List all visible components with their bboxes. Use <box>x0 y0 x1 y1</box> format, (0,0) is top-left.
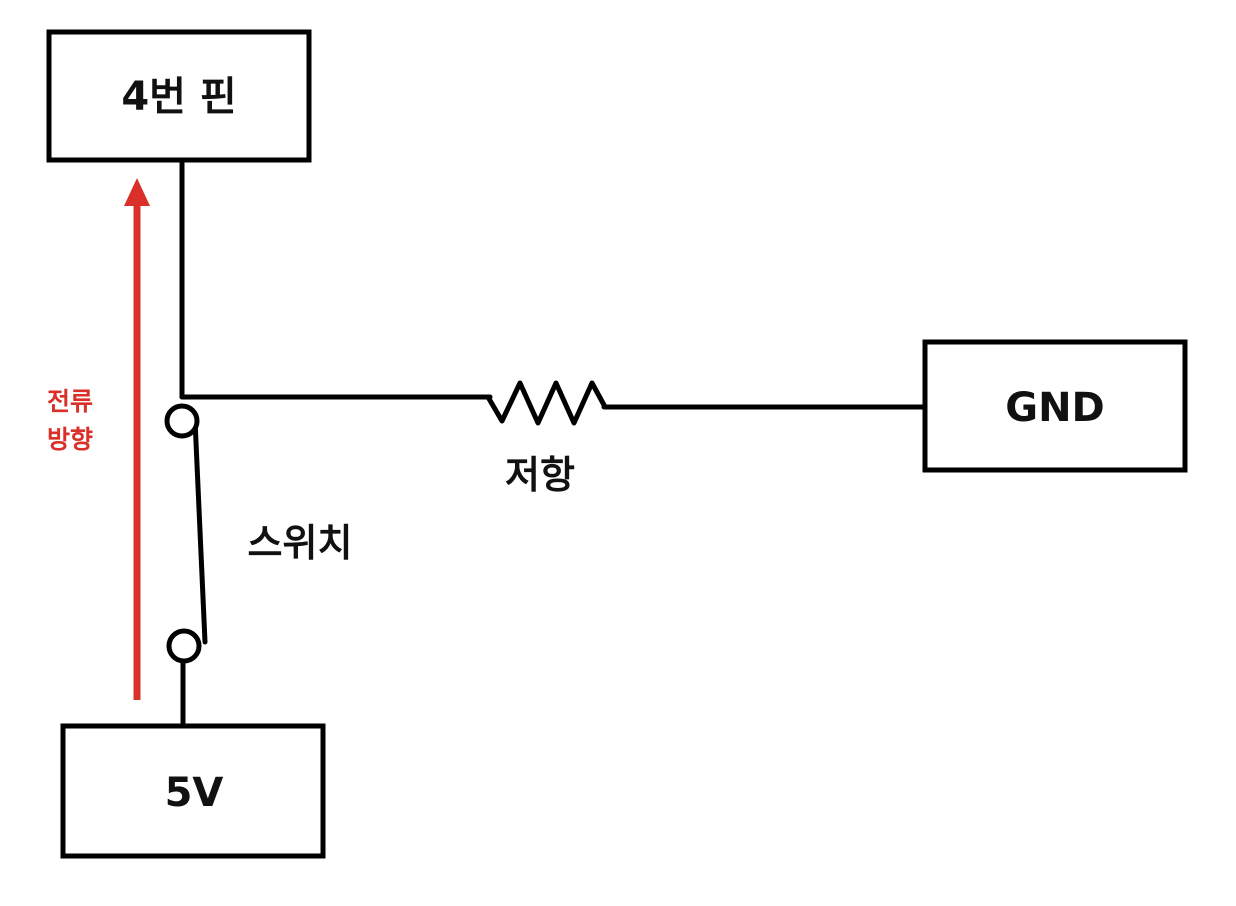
current-direction-arrow <box>124 178 150 700</box>
pin4-label: 4번 핀 <box>121 74 236 120</box>
gnd-box <box>922 339 1188 473</box>
gnd-label: GND <box>1005 385 1105 431</box>
switch <box>164 403 202 664</box>
current-direction-label-line2: 방향 <box>47 425 93 454</box>
resistor-zigzag <box>485 380 607 426</box>
switch-label: 스위치 <box>248 521 353 565</box>
switch-lever <box>192 417 208 645</box>
wires <box>179 159 926 727</box>
switch-contact-bottom <box>166 628 202 664</box>
vcc-node: 5V <box>60 723 326 859</box>
gnd-node: GND <box>922 339 1188 473</box>
switch-contact-top <box>164 403 200 439</box>
resistor-label: 저항 <box>505 453 575 497</box>
vcc-label: 5V <box>165 770 224 816</box>
current-direction-label-line1: 전류 <box>47 387 93 416</box>
arrow-head-icon <box>124 178 150 206</box>
pin4-node: 4번 핀 <box>46 29 312 163</box>
vcc-box <box>60 723 326 859</box>
pin4-box <box>46 29 312 163</box>
